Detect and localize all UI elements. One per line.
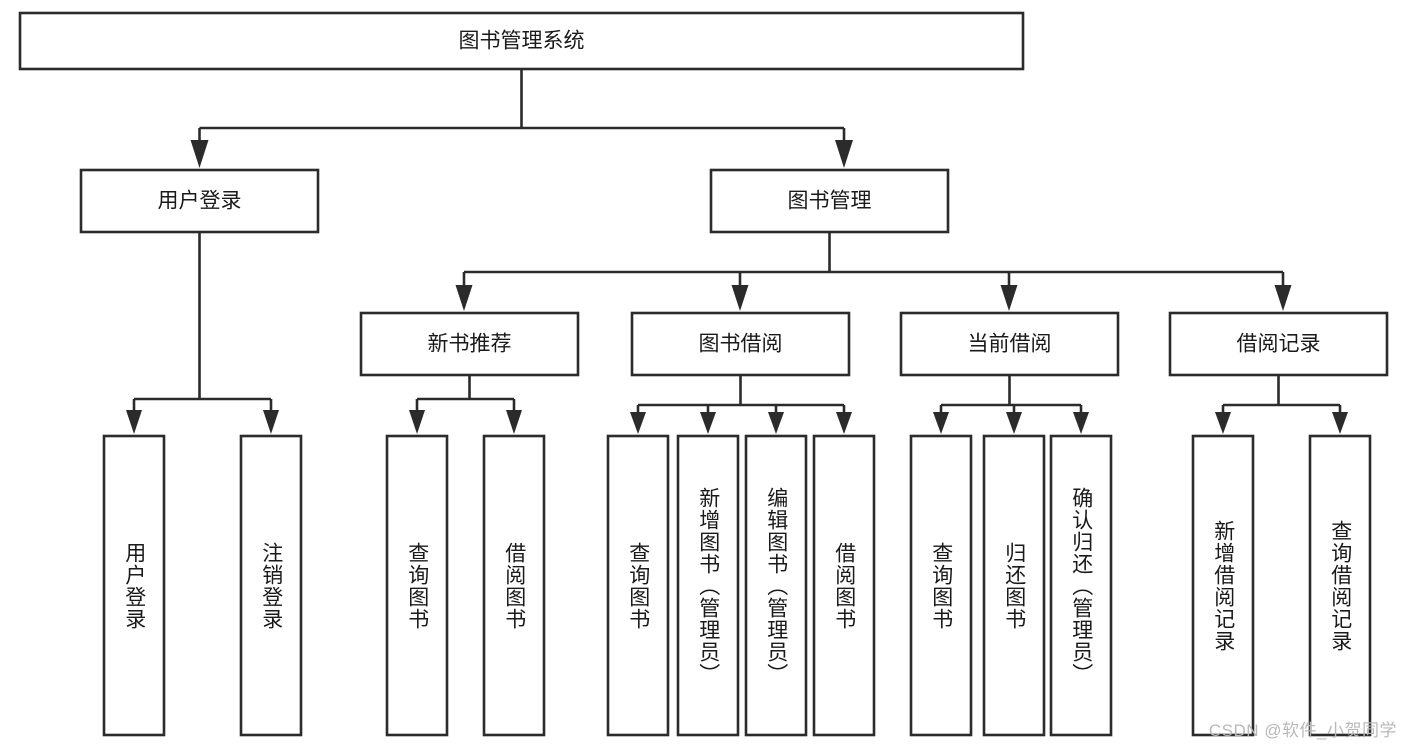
node-leaf-return-book[interactable]: 归还图书 [984,436,1044,735]
arrowhead-leaf-add-record [1215,412,1231,434]
node-leaf-add-record-label: 新增借阅记录 [1211,519,1235,652]
node-current-borrow[interactable]: 当前借阅 [899,311,1120,377]
node-leaf-query-book-3[interactable]: 查询图书 [911,436,971,735]
node-current-borrow-box[interactable] [899,311,1120,377]
node-leaf-add-book-label: 新增图书（管理员） [696,486,720,685]
node-leaf-confirm-return[interactable]: 确认归还（管理员） [1051,436,1111,735]
arrowhead-user-login [190,140,209,168]
node-book-manage-label: 图书管理 [788,190,872,213]
node-leaf-borrow-book-1-label: 借阅图书 [502,541,526,630]
node-leaf-query-book-2-label: 查询图书 [626,541,650,630]
arrowhead-leaf-edit-book [768,412,784,434]
node-leaf-edit-book[interactable]: 编辑图书（管理员） [746,436,806,735]
node-leaf-query-book-1[interactable]: 查询图书 [387,436,447,735]
node-borrow-record[interactable]: 借阅记录 [1168,311,1389,377]
node-leaf-borrow-book-1[interactable]: 借阅图书 [484,436,544,735]
arrowhead-leaf-borrow-book-1 [506,410,522,434]
node-leaf-confirm-return-label: 确认归还（管理员） [1069,486,1093,685]
arrowhead-borrow-record [1274,285,1292,311]
node-leaf-query-book-1-box[interactable] [385,434,449,737]
node-leaf-query-record-box[interactable] [1308,434,1372,737]
node-new-book-rec[interactable]: 新书推荐 [359,311,580,377]
node-leaf-query-record[interactable]: 查询借阅记录 [1310,436,1370,735]
arrowhead-leaf-add-book [700,412,716,434]
node-leaf-user-login[interactable]: 用户登录 [104,436,164,735]
node-leaf-logout-box[interactable] [239,434,303,737]
node-user-login[interactable]: 用户登录 [79,168,320,234]
node-book-borrow-label: 图书借阅 [699,333,783,356]
arrowhead-leaf-borrow-book-2 [836,412,852,434]
arrowhead-leaf-user-login [126,410,142,434]
node-root-label: 图书管理系统 [459,30,585,53]
node-book-borrow[interactable]: 图书借阅 [630,311,851,377]
node-leaf-edit-book-box[interactable] [744,434,808,737]
node-leaf-user-login-label: 用户登录 [122,541,146,630]
node-root-box[interactable] [18,11,1025,71]
node-root[interactable]: 图书管理系统 [18,11,1025,71]
node-leaf-logout-label: 注销登录 [259,541,283,630]
arrowhead-leaf-logout [263,410,279,434]
node-leaf-borrow-book-1-box[interactable] [482,434,546,737]
node-current-borrow-label: 当前借阅 [968,333,1052,356]
arrowhead-current-borrow [1000,285,1018,311]
node-leaf-query-book-3-box[interactable] [909,434,973,737]
node-book-manage-box[interactable] [709,168,950,234]
connector-group-user-login [126,232,279,434]
arrowhead-leaf-query-record [1332,412,1348,434]
node-leaf-add-book-box[interactable] [676,434,740,737]
node-leaf-query-book-2[interactable]: 查询图书 [608,436,668,735]
connector-group-current-borrow [933,375,1089,434]
arrowhead-new-book-rec [455,285,473,311]
node-leaf-add-book[interactable]: 新增图书（管理员） [678,436,738,735]
node-leaf-confirm-return-box[interactable] [1049,434,1113,737]
arrowhead-leaf-query-book-2 [630,412,646,434]
node-borrow-record-box[interactable] [1168,311,1389,377]
node-book-borrow-box[interactable] [630,311,851,377]
node-leaf-return-book-label: 归还图书 [1002,541,1026,630]
node-borrow-record-label: 借阅记录 [1237,333,1321,356]
connector-group-new-book-rec [409,375,522,434]
arrowhead-leaf-query-book-3 [933,412,949,434]
node-leaf-query-book-2-box[interactable] [606,434,670,737]
node-leaf-borrow-book-2-label: 借阅图书 [832,541,856,630]
arrowhead-book-manage [835,140,853,168]
connector-group-borrow-record [1215,375,1348,434]
node-leaf-edit-book-label: 编辑图书（管理员） [764,486,788,685]
node-leaf-query-book-1-label: 查询图书 [405,541,429,630]
node-user-login-box[interactable] [79,168,320,234]
arrowhead-leaf-query-book-1 [409,410,425,434]
arrowhead-leaf-confirm-return [1073,412,1089,434]
node-new-book-rec-label: 新书推荐 [428,333,512,356]
node-leaf-add-record-box[interactable] [1191,434,1255,737]
node-leaf-return-book-box[interactable] [982,434,1046,737]
node-book-manage[interactable]: 图书管理 [709,168,950,234]
node-leaf-borrow-book-2-box[interactable] [812,434,876,737]
node-new-book-rec-box[interactable] [359,311,580,377]
node-leaf-borrow-book-2[interactable]: 借阅图书 [814,436,874,735]
node-leaf-logout[interactable]: 注销登录 [241,436,301,735]
leaf-boxes-group [102,434,1372,737]
connector-group-book-borrow [630,375,852,434]
node-leaf-user-login-box[interactable] [102,434,166,737]
arrowhead-book-borrow [731,285,749,311]
node-leaf-query-book-3-label: 查询图书 [929,541,953,630]
node-user-login-label: 用户登录 [158,190,242,213]
arrowhead-leaf-return-book [1006,412,1022,434]
connector-group-book-manage [455,232,1292,311]
node-leaf-add-record[interactable]: 新增借阅记录 [1193,436,1253,735]
node-leaf-query-record-label: 查询借阅记录 [1328,519,1352,652]
csdn-watermark: CSDN @软件_小贺同学 [1208,721,1397,740]
connector-group-root [190,69,853,168]
